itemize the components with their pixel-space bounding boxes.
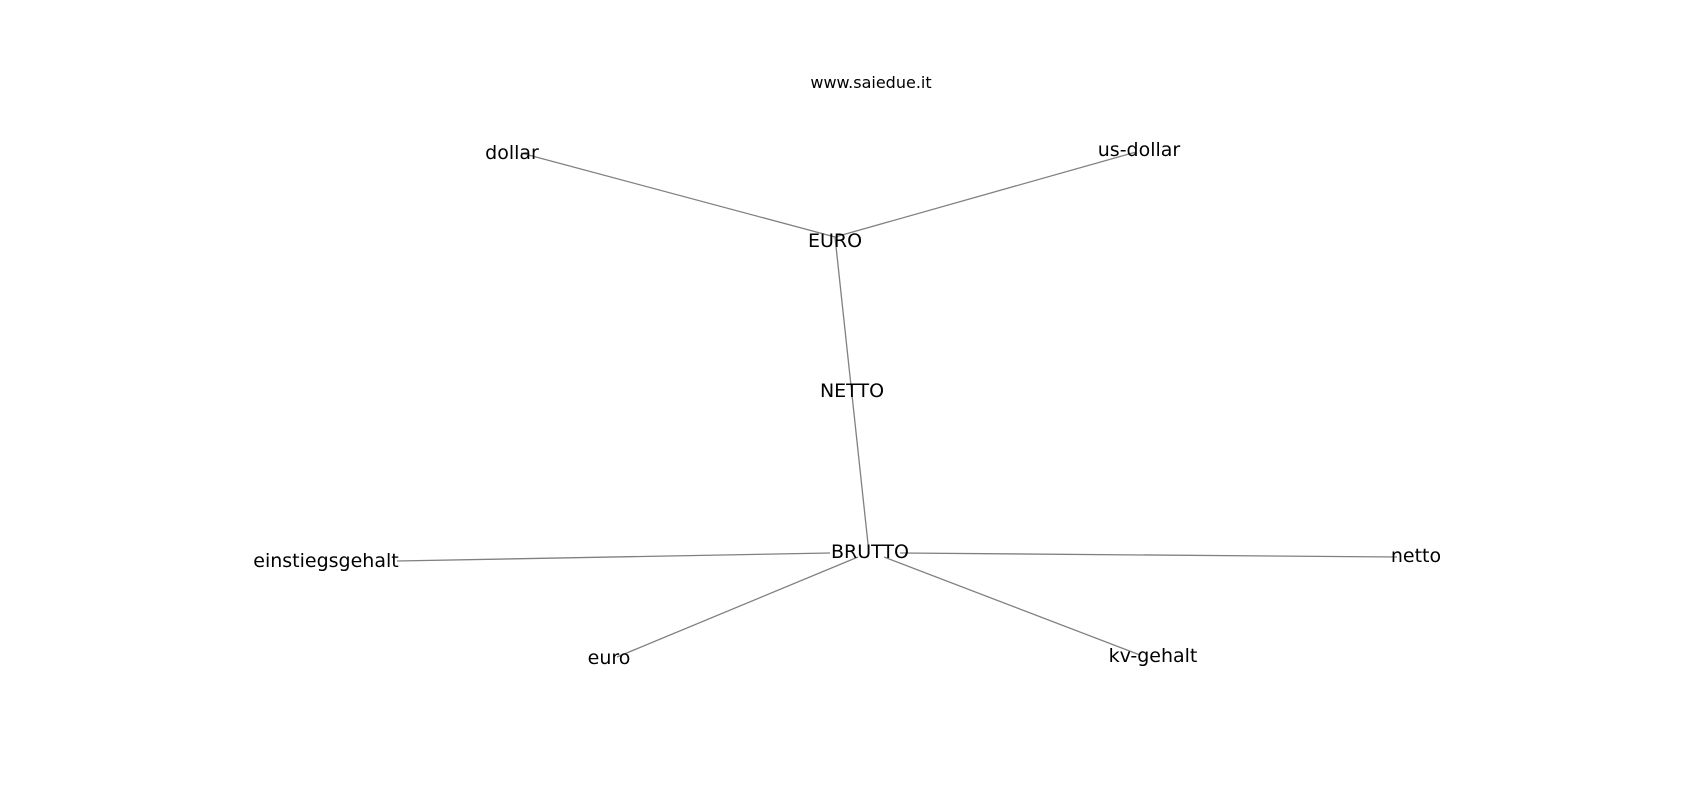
node-label-netto: netto bbox=[1391, 545, 1441, 567]
node-label-us-dollar: us-dollar bbox=[1098, 139, 1181, 161]
edge-euro-us-dollar bbox=[834, 151, 1137, 238]
edge-brutto-einstiegsgehalt bbox=[396, 552, 831, 562]
edge-brutto-kv-gehalt bbox=[883, 556, 1141, 656]
edges-layer bbox=[396, 151, 1398, 658]
edge-euro-brutto bbox=[834, 236, 870, 554]
node-label-brutto: BRUTTO bbox=[831, 541, 909, 563]
node-label-euro: EURO bbox=[808, 230, 862, 252]
node-label-netto: NETTO bbox=[820, 380, 884, 402]
site-watermark-label: www.saiedue.it bbox=[810, 73, 931, 92]
edge-brutto-euro bbox=[616, 556, 859, 658]
node-label-kv-gehalt: kv-gehalt bbox=[1109, 645, 1198, 667]
node-label-einstiegsgehalt: einstiegsgehalt bbox=[253, 550, 398, 572]
edge-brutto-netto bbox=[899, 552, 1398, 558]
edge-euro-dollar bbox=[520, 152, 836, 238]
node-label-euro: euro bbox=[588, 647, 631, 669]
node-label-dollar: dollar bbox=[485, 142, 539, 164]
